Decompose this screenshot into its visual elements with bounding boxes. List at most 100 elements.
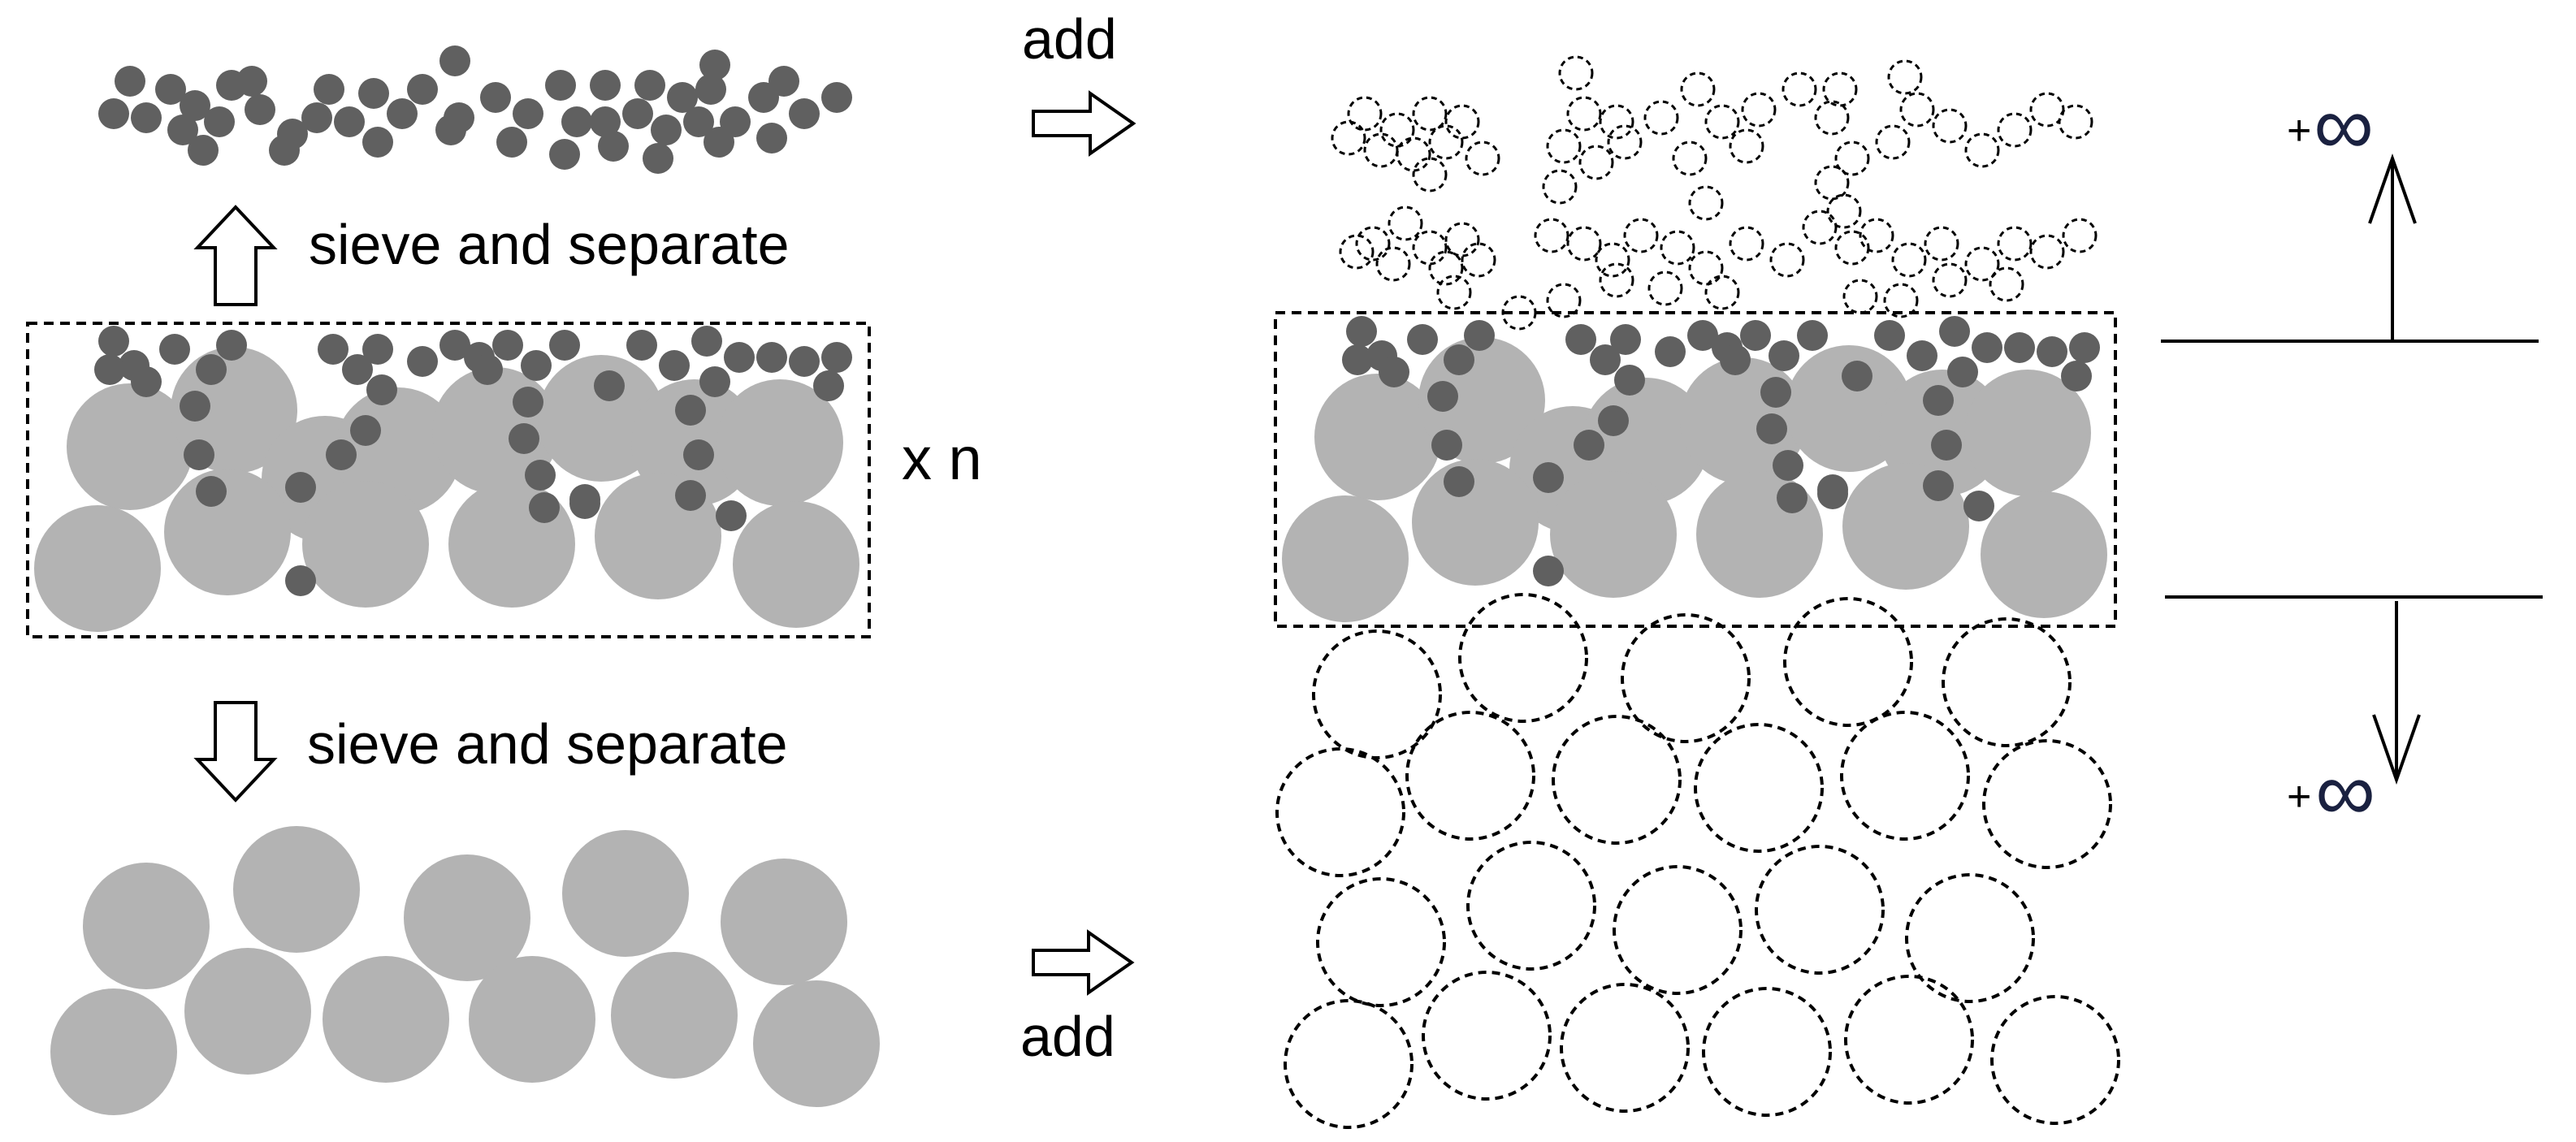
separated-small-particles bbox=[98, 45, 852, 174]
virtual-small-particle bbox=[1729, 226, 1764, 262]
down-arrow-icon bbox=[193, 701, 278, 802]
small-particle bbox=[1756, 413, 1787, 444]
small-particle bbox=[184, 439, 214, 470]
small-particle bbox=[529, 492, 560, 523]
small-particle bbox=[1346, 316, 1377, 347]
small-particle bbox=[98, 326, 129, 357]
small-particle bbox=[1342, 344, 1373, 375]
small-particle bbox=[768, 66, 799, 97]
virtual-small-particle bbox=[1444, 104, 1480, 140]
virtual-large-particle bbox=[1694, 723, 1824, 853]
small-particle bbox=[622, 98, 653, 129]
small-particle bbox=[155, 74, 186, 105]
virtual-small-particle bbox=[1997, 112, 2033, 148]
virtual-small-particle bbox=[1883, 283, 1919, 318]
large-particle bbox=[1412, 459, 1539, 586]
small-particle bbox=[634, 70, 665, 101]
small-particle bbox=[131, 366, 162, 397]
small-particle bbox=[545, 70, 576, 101]
virtual-small-particle bbox=[1363, 132, 1399, 168]
virtual-small-particle bbox=[1688, 185, 1724, 221]
right-arrow-top-icon bbox=[1032, 90, 1136, 157]
virtual-small-particle bbox=[1566, 96, 1602, 132]
virtual-small-particle bbox=[1814, 165, 1850, 201]
virtual-small-particle bbox=[1607, 124, 1643, 160]
virtual-large-particle bbox=[1284, 999, 1414, 1129]
small-particle bbox=[513, 387, 543, 417]
virtual-small-particle bbox=[1643, 100, 1679, 136]
add-label-top: add bbox=[1022, 7, 1117, 71]
virtual-small-particle bbox=[2029, 234, 2065, 270]
virtual-large-particle bbox=[1458, 593, 1588, 723]
small-particle bbox=[159, 334, 190, 365]
small-particle bbox=[350, 415, 381, 446]
small-particle bbox=[2037, 336, 2067, 367]
small-particle bbox=[675, 480, 706, 511]
virtual-small-particle bbox=[1997, 226, 2033, 262]
plus-sign-bottom: + bbox=[2287, 773, 2311, 820]
virtual-small-particle bbox=[1704, 275, 1740, 310]
separated-large-particles bbox=[50, 826, 880, 1115]
small-particle bbox=[821, 82, 852, 113]
virtual-small-particle bbox=[1802, 210, 1838, 245]
virtual-small-particle bbox=[1339, 234, 1375, 270]
small-particle bbox=[1963, 491, 1994, 521]
virtual-small-particle bbox=[1412, 96, 1448, 132]
small-particle bbox=[691, 326, 722, 357]
virtual-small-particle bbox=[1412, 230, 1448, 266]
small-particle bbox=[1655, 336, 1686, 367]
small-particle bbox=[1407, 324, 1438, 355]
small-particle bbox=[196, 476, 227, 507]
large-particle bbox=[1981, 491, 2107, 618]
small-particle bbox=[439, 330, 470, 361]
large-particle bbox=[67, 383, 193, 510]
virtual-small-particle bbox=[1375, 246, 1411, 282]
virtual-small-particle bbox=[1891, 242, 1927, 278]
virtual-small-particle bbox=[2058, 104, 2093, 140]
infinity-symbol-top: ∞ bbox=[2314, 79, 2374, 173]
large-particle bbox=[164, 469, 291, 595]
small-particle bbox=[131, 102, 162, 133]
down-infinity-arrowhead-icon bbox=[2372, 714, 2421, 785]
small-particle bbox=[407, 74, 438, 105]
small-particle bbox=[1797, 320, 1828, 351]
virtual-small-particle bbox=[1672, 141, 1708, 176]
small-particle bbox=[525, 460, 556, 491]
small-particle bbox=[626, 330, 657, 361]
small-particle bbox=[245, 94, 275, 125]
large-particle bbox=[562, 830, 689, 957]
virtual-small-particle bbox=[1964, 132, 2000, 168]
sieve-label-bottom: sieve and separate bbox=[307, 712, 788, 776]
small-particle bbox=[821, 342, 852, 373]
small-particle bbox=[1431, 430, 1462, 461]
virtual-small-particle bbox=[1932, 108, 1968, 144]
small-particle bbox=[513, 98, 543, 129]
virtual-large-particle bbox=[1840, 711, 1970, 841]
virtual-large-particle bbox=[1942, 617, 2072, 747]
small-particle bbox=[1464, 320, 1495, 351]
added-virtual-small-particles bbox=[1331, 55, 2098, 331]
virtual-small-particle bbox=[1647, 270, 1683, 306]
small-particle bbox=[1444, 344, 1474, 375]
large-particle bbox=[184, 948, 311, 1075]
virtual-small-particle bbox=[1534, 218, 1569, 253]
small-particle bbox=[1817, 478, 1848, 509]
right-arrow-bottom-icon bbox=[1032, 929, 1135, 996]
small-particle bbox=[590, 70, 621, 101]
small-particle bbox=[2061, 361, 2092, 391]
small-particle bbox=[1907, 340, 1937, 371]
small-particle bbox=[651, 115, 682, 145]
small-particle bbox=[569, 488, 600, 519]
small-particle bbox=[1720, 344, 1751, 375]
mixture-box-right bbox=[1274, 311, 2117, 628]
virtual-small-particle bbox=[1964, 246, 2000, 282]
small-particle bbox=[407, 346, 438, 377]
large-particle bbox=[323, 956, 449, 1083]
virtual-small-particle bbox=[1379, 112, 1415, 148]
small-particle bbox=[667, 82, 698, 113]
virtual-small-particle bbox=[1542, 169, 1578, 205]
virtual-small-particle bbox=[1558, 55, 1594, 91]
small-particle bbox=[1773, 450, 1803, 481]
mixture-particles bbox=[34, 326, 859, 632]
small-particle bbox=[334, 106, 365, 137]
